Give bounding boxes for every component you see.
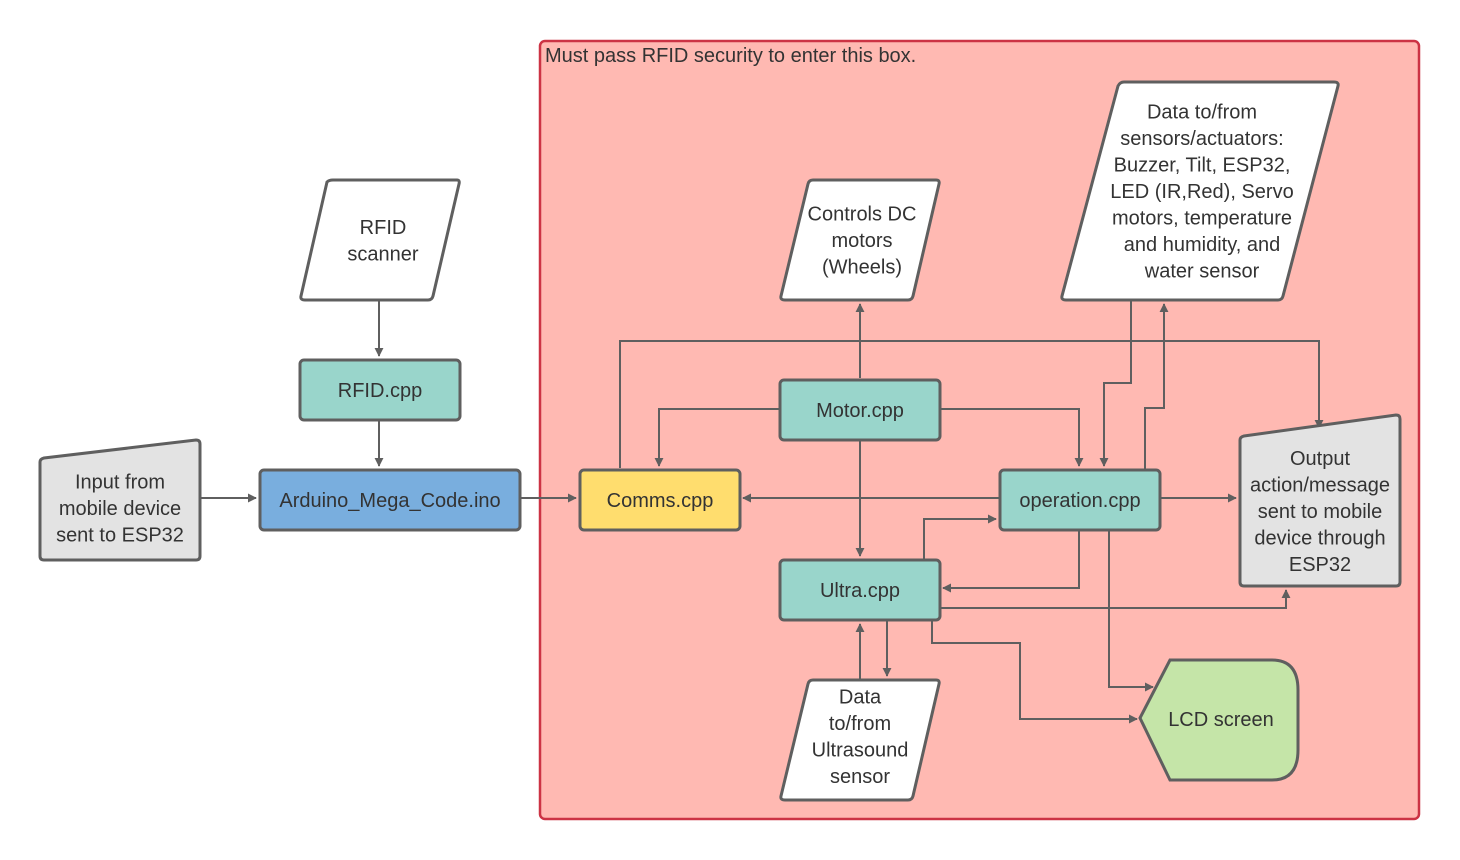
rfid-cpp-line: RFID.cpp — [338, 380, 422, 402]
output-line: ESP32 — [1289, 554, 1351, 576]
rfid-scanner-line: scanner — [347, 243, 418, 265]
mobile-input-line: sent to ESP32 — [56, 525, 184, 547]
output-line: action/message — [1250, 475, 1390, 497]
sensors-line: and humidity, and — [1124, 234, 1280, 256]
node-motor: Motor.cpp — [778, 378, 942, 442]
node-lcd: LCD screen — [1138, 658, 1300, 782]
connector-ultra-to-operation — [923, 514, 997, 560]
output-text: Output action/message sent to mobile device… — [1250, 448, 1390, 576]
ultra-line: Ultra.cpp — [820, 580, 900, 602]
mobile-input-line: mobile device — [59, 498, 181, 520]
arduino-main-label: Arduino_Mega_Code.ino — [279, 490, 500, 512]
node-dc-motors: Controls DC motors (Wheels) — [779, 178, 941, 302]
node-output: Output action/message sent to mobile device… — [1238, 413, 1402, 588]
node-ultra: Ultra.cpp — [778, 558, 942, 622]
node-operation: operation.cpp — [998, 468, 1162, 532]
lcd-label: LCD screen — [1168, 709, 1274, 731]
output-line: Output — [1290, 448, 1350, 470]
comms-line: Comms.cpp — [607, 490, 714, 512]
rfid-cpp-box — [298, 358, 462, 422]
ultrasound-line: Data — [839, 686, 882, 708]
sensors-line: motors, temperature — [1112, 208, 1292, 230]
node-rfid-cpp: RFID.cpp — [298, 358, 462, 422]
node-mobile-input: Input from mobile device sent to ESP32 — [38, 438, 202, 562]
connector-sensors-to-operation — [1099, 300, 1132, 467]
arduino-main-box — [258, 468, 522, 532]
ultrasound-line: to/from — [829, 713, 891, 735]
output-line: sent to mobile — [1258, 501, 1383, 523]
sensors-line: sensors/actuators: — [1120, 128, 1283, 150]
connector-operation-to-sensors — [1144, 303, 1169, 469]
dc-motors-line: Controls DC — [808, 204, 917, 226]
ultrasound-shape — [779, 678, 941, 802]
node-rfid-scanner: RFID scanner — [299, 178, 461, 302]
sensors-line: water sensor — [1144, 261, 1260, 283]
connector-comms-to-output — [619, 340, 1324, 468]
lcd-shape — [1138, 658, 1300, 782]
connector-motor-to-comms — [654, 408, 780, 467]
node-arduino-main: Arduino_Mega_Code.ino — [258, 468, 522, 532]
arduino-main-line: Arduino_Mega_Code.ino — [279, 490, 500, 512]
dc-motors-text: Controls DC motors (Wheels) — [808, 204, 917, 279]
node-comms: Comms.cpp — [578, 468, 742, 532]
ultra-label: Ultra.cpp — [820, 580, 900, 602]
connector-operation-to-ultra — [942, 530, 1080, 593]
connector-ultra-to-output — [940, 589, 1291, 609]
mobile-input-text: Input from mobile device sent to ESP32 — [56, 472, 184, 547]
operation-box — [998, 468, 1162, 532]
output-shape — [1238, 413, 1402, 588]
rfid-scanner-shape — [299, 178, 461, 302]
node-sensors: Data to/from sensors/actuators: Buzzer, Ti… — [1060, 80, 1340, 302]
sensors-line: Data to/from — [1147, 102, 1257, 124]
comms-box — [578, 468, 742, 532]
sensors-shape — [1060, 80, 1340, 302]
rfid-scanner-text: RFID scanner — [347, 217, 418, 265]
rfid-cpp-label: RFID.cpp — [338, 380, 422, 402]
connectors — [200, 300, 1324, 724]
mobile-input-line: Input from — [75, 472, 165, 494]
dc-motors-shape — [779, 178, 941, 302]
motor-label: Motor.cpp — [816, 400, 904, 422]
motor-line: Motor.cpp — [816, 400, 904, 422]
operation-label: operation.cpp — [1019, 490, 1140, 512]
ultra-box — [778, 558, 942, 622]
sensors-text: Data to/from sensors/actuators: Buzzer, Ti… — [1110, 102, 1293, 283]
motor-box — [778, 378, 942, 442]
connector-ultra-to-lcd — [931, 620, 1138, 724]
connector-operation-to-lcd — [1108, 530, 1154, 692]
ultrasound-line: Ultrasound — [812, 739, 909, 761]
lcd-line: LCD screen — [1168, 709, 1274, 731]
sensors-line: Buzzer, Tilt, ESP32, — [1114, 155, 1291, 177]
connector-motor-to-operation — [940, 408, 1084, 467]
dc-motors-line: (Wheels) — [822, 257, 902, 279]
ultrasound-line: sensor — [830, 766, 890, 788]
output-line: device through — [1254, 528, 1385, 550]
secure-region-label: Must pass RFID security to enter this bo… — [545, 45, 916, 67]
operation-line: operation.cpp — [1019, 490, 1140, 512]
comms-label: Comms.cpp — [607, 490, 714, 512]
dc-motors-line: motors — [831, 230, 892, 252]
sensors-line: LED (IR,Red), Servo — [1110, 181, 1293, 203]
rfid-scanner-line: RFID — [360, 217, 407, 239]
mobile-input-shape — [38, 438, 202, 562]
